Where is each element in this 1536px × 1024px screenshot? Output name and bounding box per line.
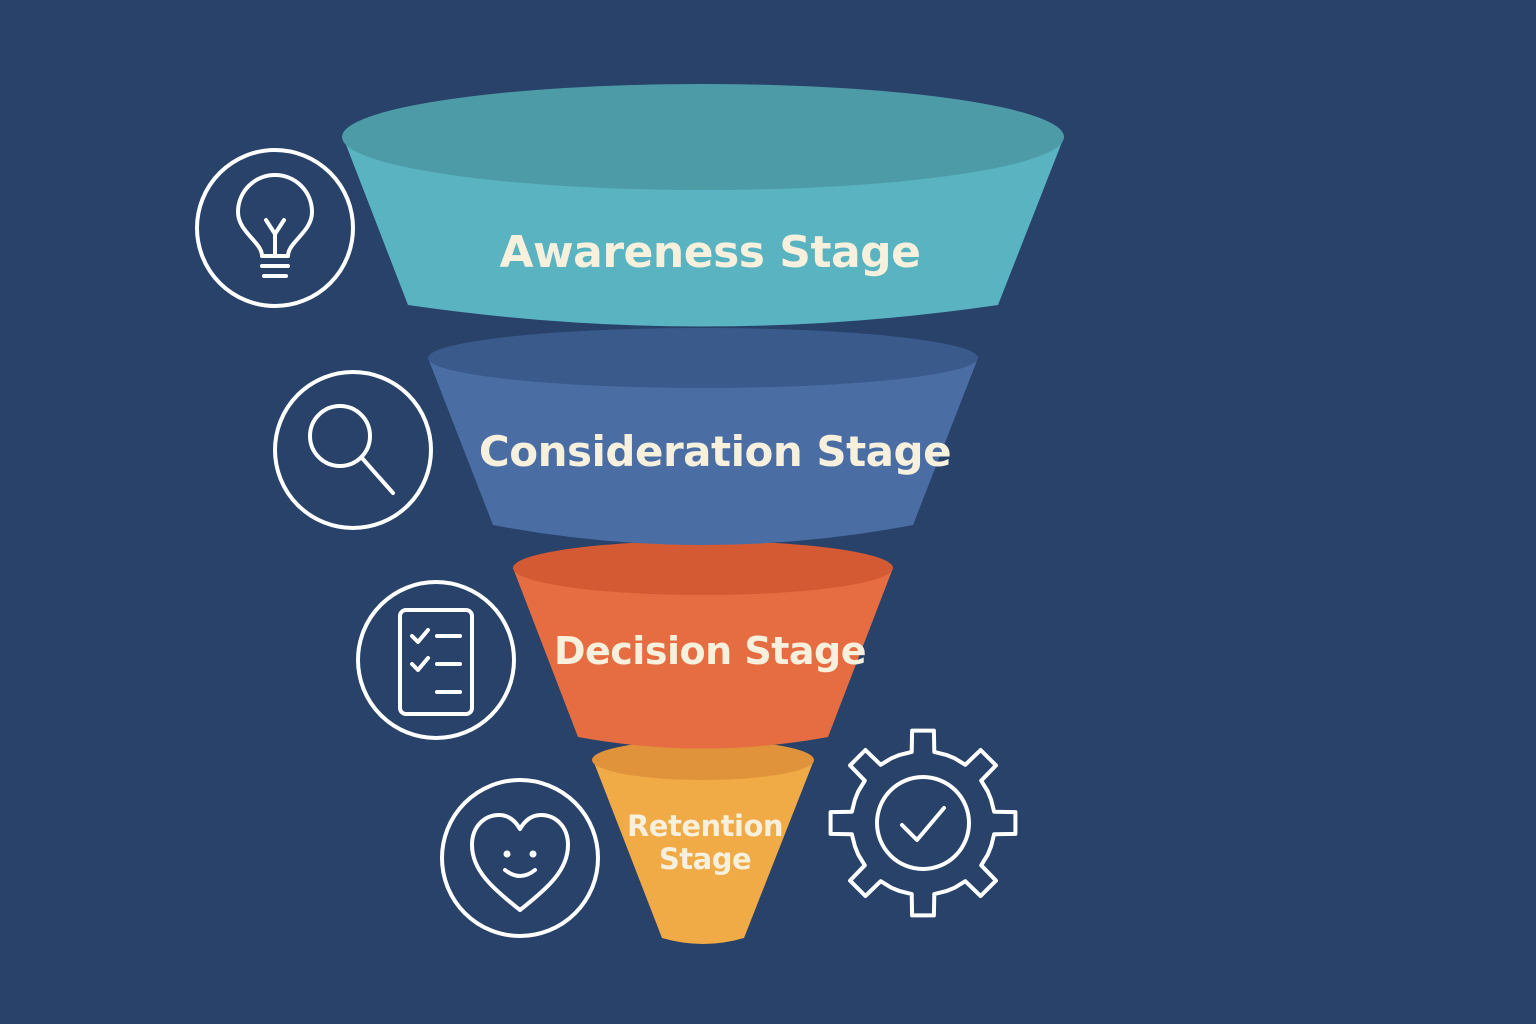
checklist-icon	[356, 580, 516, 740]
funnel-segment-consideration	[428, 328, 978, 545]
gear-check-icon	[828, 728, 1018, 918]
funnel-segment-awareness	[342, 84, 1064, 327]
funnel-segment-retention	[592, 740, 814, 944]
consideration-stage-label: Consideration Stage	[478, 427, 952, 476]
magnifier-icon	[273, 370, 433, 530]
awareness-stage-label: Awareness Stage	[499, 227, 921, 278]
retention-stage-label: Retention Stage	[626, 809, 784, 877]
decision-stage-label: Decision Stage	[553, 629, 867, 673]
heart-smile-icon	[440, 778, 600, 938]
lightbulb-icon	[195, 148, 355, 308]
funnel-segment-decision	[513, 541, 893, 749]
